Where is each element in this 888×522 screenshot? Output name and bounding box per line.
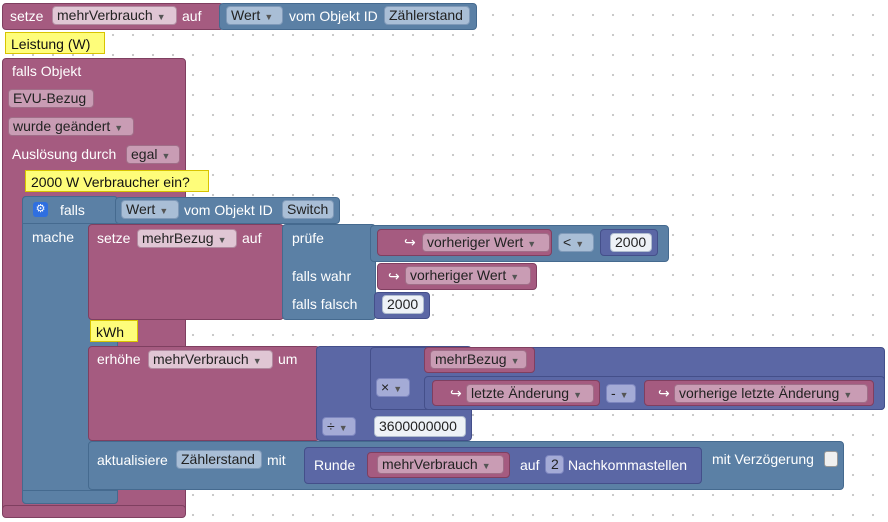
compare-operator-dropdown[interactable]: <▼ xyxy=(558,233,594,252)
last-change-dropdown[interactable]: letzte Änderung▼ xyxy=(466,384,594,403)
if-object-label: falls Objekt xyxy=(12,63,82,79)
chevron-down-icon: ▼ xyxy=(575,239,585,249)
multiply-operator-dropdown[interactable]: ×▼ xyxy=(376,378,410,397)
chevron-down-icon: ▼ xyxy=(510,356,520,366)
trigger-changed-dropdown[interactable]: wurde geändert▼ xyxy=(8,117,134,136)
increase-label: erhöhe xyxy=(97,351,141,367)
set-label: setze xyxy=(10,8,44,24)
round-on-label: auf xyxy=(520,457,540,473)
round-variable-dropdown[interactable]: mehrVerbrauch▼ xyxy=(377,455,504,474)
with-label: mit xyxy=(267,452,286,468)
trigger-bottom-edge xyxy=(2,505,186,518)
chevron-down-icon: ▼ xyxy=(264,12,274,22)
trigger-by-label: Auslösung durch xyxy=(12,146,117,162)
comment-leistung[interactable]: Leistung (W) xyxy=(5,32,105,54)
prev-last-change-arrow-icon: ↪ xyxy=(658,385,670,401)
chevron-down-icon: ▼ xyxy=(527,239,537,249)
from-object-label: vom Objekt ID xyxy=(289,8,378,24)
prev-arrow-icon: ↪ xyxy=(404,234,416,250)
chevron-down-icon: ▼ xyxy=(843,390,853,400)
if-label: falls xyxy=(60,202,85,218)
chevron-down-icon: ▼ xyxy=(481,461,491,471)
if-block-bottom xyxy=(22,490,118,504)
mehrbezug-variable-dropdown[interactable]: mehrBezug▼ xyxy=(137,229,237,248)
condition-object-id-field[interactable]: Switch xyxy=(282,200,334,219)
minus-operator-dropdown[interactable]: -▼ xyxy=(606,384,636,403)
divide-operator-dropdown[interactable]: ÷▼ xyxy=(322,417,356,436)
trigger-object-field[interactable]: EVU-Bezug xyxy=(8,89,94,108)
chevron-down-icon: ▼ xyxy=(510,272,520,282)
if-false-value-field[interactable]: 2000 xyxy=(382,295,424,314)
compare-number-field[interactable]: 2000 xyxy=(610,233,652,252)
last-change-arrow-icon: ↪ xyxy=(450,385,462,401)
delay-checkbox[interactable] xyxy=(824,451,838,467)
decimals-label: Nachkommastellen xyxy=(568,457,688,473)
chevron-down-icon: ▼ xyxy=(393,384,403,394)
ternary-block[interactable] xyxy=(282,224,376,320)
chevron-down-icon: ▼ xyxy=(159,206,169,216)
object-id-field[interactable]: Zählerstand xyxy=(384,6,470,25)
condition-attribute-dropdown[interactable]: Wert▼ xyxy=(121,200,179,219)
update-label: aktualisiere xyxy=(97,452,168,468)
condition-from-object-label: vom Objekt ID xyxy=(184,202,273,218)
attribute-dropdown[interactable]: Wert▼ xyxy=(226,6,283,25)
if-true-value-dropdown[interactable]: vorheriger Wert▼ xyxy=(405,266,531,285)
trigger-value-dropdown[interactable]: egal▼ xyxy=(126,145,180,164)
true-arrow-icon: ↪ xyxy=(388,268,400,284)
if-true-label: falls wahr xyxy=(292,268,352,284)
chevron-down-icon: ▼ xyxy=(114,123,124,133)
chevron-down-icon: ▼ xyxy=(156,12,166,22)
on-label: auf xyxy=(182,8,202,24)
chevron-down-icon: ▼ xyxy=(619,390,629,400)
set-mehrbezug-label: setze xyxy=(97,230,131,246)
update-object-id-field[interactable]: Zählerstand xyxy=(176,450,262,469)
divisor-field[interactable]: 3600000000 xyxy=(374,416,466,437)
set-mehrbezug-on-label: auf xyxy=(242,230,262,246)
delay-label: mit Verzögerung xyxy=(712,451,814,467)
comment-2000w[interactable]: 2000 W Verbraucher ein? xyxy=(25,170,209,192)
chevron-down-icon: ▼ xyxy=(573,390,582,400)
decimals-field[interactable]: 2 xyxy=(545,455,564,474)
round-label: Runde xyxy=(314,457,356,473)
increase-variable-dropdown[interactable]: mehrVerbrauch▼ xyxy=(148,350,273,369)
if-false-label: falls falsch xyxy=(292,296,358,312)
gear-icon[interactable]: ⚙ xyxy=(33,202,48,217)
chevron-down-icon: ▼ xyxy=(161,151,171,161)
by-label: um xyxy=(278,351,298,367)
chevron-down-icon: ▼ xyxy=(338,423,348,433)
test-label: prüfe xyxy=(292,230,324,246)
chevron-down-icon: ▼ xyxy=(252,356,262,366)
prev-last-change-dropdown[interactable]: vorherige letzte Änderung▼ xyxy=(674,384,868,403)
prev-value-dropdown[interactable]: vorheriger Wert▼ xyxy=(422,233,550,252)
do-label: mache xyxy=(32,229,75,245)
variable-dropdown[interactable]: mehrVerbrauch▼ xyxy=(52,6,177,25)
chevron-down-icon: ▼ xyxy=(217,235,227,245)
comment-kwh[interactable]: kWh xyxy=(90,320,138,342)
mehrbezug-get-dropdown[interactable]: mehrBezug▼ xyxy=(430,350,527,369)
